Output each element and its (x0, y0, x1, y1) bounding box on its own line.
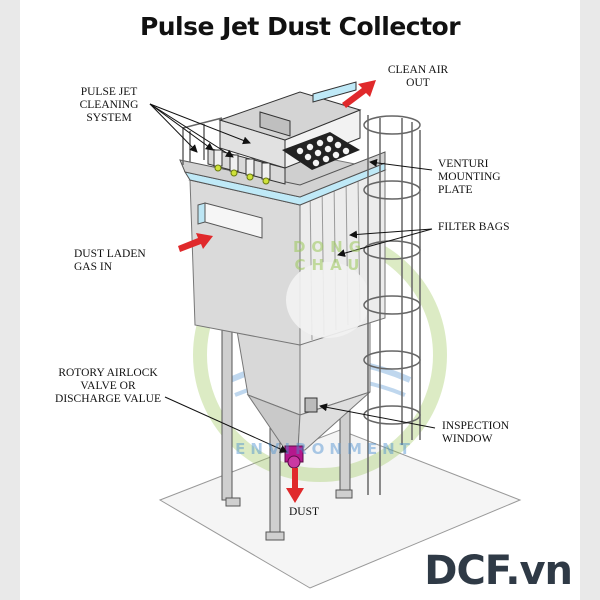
venturi-grid (282, 132, 360, 170)
watermark-top-text: DONG CHAU (292, 238, 368, 274)
hopper (235, 317, 371, 451)
brand-logo: DCF.vn (424, 548, 573, 594)
flow-arrows (178, 80, 376, 503)
dust-cloud (286, 262, 370, 338)
leader-lines (149, 103, 436, 453)
brand-name: DCF (424, 548, 506, 594)
brand-suffix: .vn (505, 548, 573, 594)
venturi-plate (179, 151, 386, 206)
label-dust: DUST (289, 506, 320, 518)
label-inspection-window: INSPECTION WINDOW (442, 420, 510, 445)
rotary-airlock-valve (284, 445, 304, 469)
label-rotary-airlock-valve: ROTORY AIRLOCK VALVE OR DISCHARGE VALUE (55, 367, 161, 405)
label-clean-air-out: CLEAN AIR OUT (387, 64, 449, 89)
ladder-cage (363, 115, 421, 495)
dust-out-arrow (286, 468, 304, 503)
label-venturi-mounting-plate: VENTURI MOUNTING PLATE (438, 158, 501, 196)
page-title: Pulse Jet Dust Collector (139, 12, 461, 41)
label-pulse-jet-cleaning-system: PULSE JET CLEANING SYSTEM (79, 86, 139, 124)
label-filter-bags: FILTER BAGS (438, 221, 510, 233)
inlet-duct (197, 202, 263, 239)
label-dust-laden-gas-in: DUST LADEN GAS IN (74, 248, 146, 273)
clean-air-out-arrow (342, 80, 376, 108)
watermark-bottom-text: ENVIRONMENT (235, 440, 415, 458)
gas-in-arrow (178, 233, 213, 252)
inspection-window-door (304, 397, 318, 413)
